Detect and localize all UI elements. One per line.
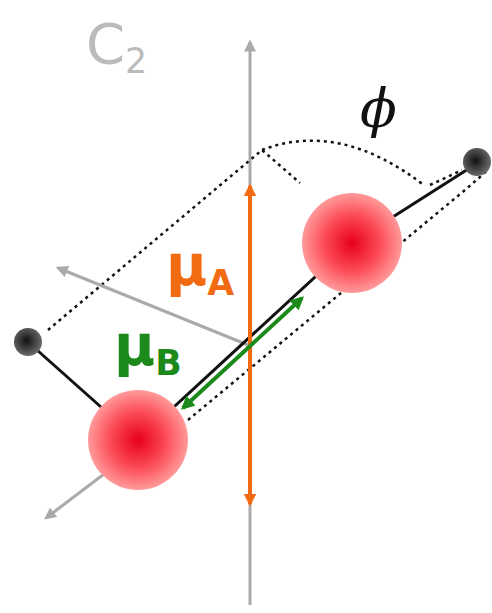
dipole-label: μA	[166, 238, 234, 300]
oxygen-atom	[302, 193, 402, 293]
oxygen-atom	[88, 390, 188, 490]
hydrogen-atom	[463, 148, 491, 176]
dihedral-planes	[48, 141, 488, 420]
dipole-label: μB	[114, 318, 182, 380]
hydrogen-atom	[14, 328, 42, 356]
c2-axis	[249, 42, 252, 605]
axis-label: C2	[86, 16, 147, 78]
perpendicular-axis	[46, 468, 112, 518]
dipole-arrow	[183, 298, 302, 408]
angle-label: ϕ	[360, 82, 397, 136]
